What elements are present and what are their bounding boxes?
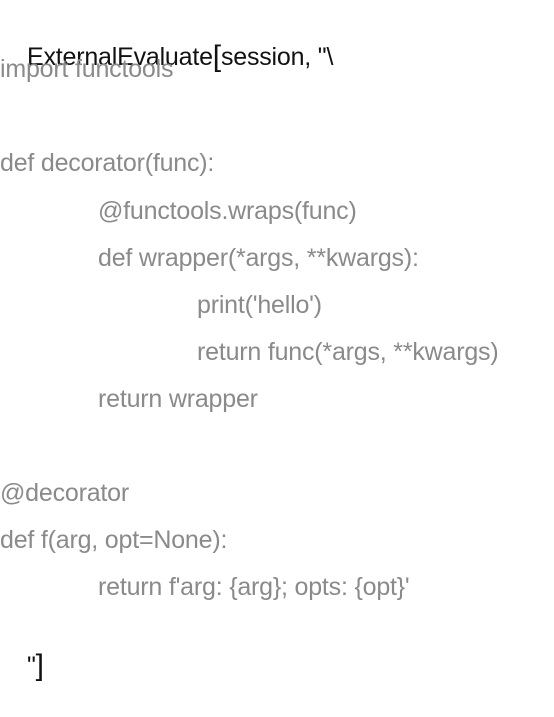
code-line: def f(arg, opt=None): (0, 526, 228, 554)
code-line: import functools (0, 55, 174, 83)
closing-line: "] (0, 614, 44, 682)
function-args: session, "\ (220, 43, 334, 71)
function-name: ExternalEvaluate (26, 43, 213, 71)
close-bracket: ] (35, 649, 44, 682)
input-cell[interactable]: ExternalEvaluate[session, "\ import func… (0, 0, 554, 682)
code-line: print('hello') (197, 291, 322, 319)
code-line: def decorator(func): (0, 149, 215, 177)
open-bracket: [ (212, 40, 221, 73)
code-line: return wrapper (98, 385, 258, 413)
code-line: @decorator (0, 479, 129, 507)
code-line: @functools.wraps(func) (98, 197, 357, 225)
code-line: def wrapper(*args, **kwargs): (98, 244, 419, 272)
external-evaluate-line: ExternalEvaluate[session, "\ (0, 5, 333, 73)
code-line: return func(*args, **kwargs) (197, 338, 499, 366)
closing-quote: " (26, 652, 36, 680)
code-line: return f'arg: {arg}; opts: {opt}' (98, 573, 410, 601)
